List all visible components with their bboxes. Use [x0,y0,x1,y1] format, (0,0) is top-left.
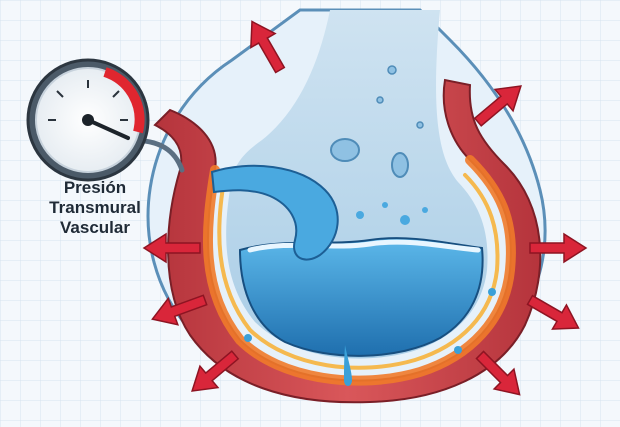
droplet [422,207,428,213]
leak-droplet [454,346,462,354]
blood-cell [388,66,396,74]
blood-cell [331,139,359,161]
droplet [297,207,303,213]
gauge-label-line: Transmural [20,198,170,218]
gauge-label-line: Presión [20,178,170,198]
droplet [382,202,388,208]
droplet [356,211,364,219]
leak-droplet [244,334,252,342]
blood-cell [417,122,423,128]
blood-cell [377,97,383,103]
droplet [327,202,333,208]
blood-cell [392,153,408,177]
droplet [400,215,410,225]
gauge-label: Presión Transmural Vascular [20,178,170,238]
gauge-label-line: Vascular [20,218,170,238]
leak-droplet [488,288,496,296]
